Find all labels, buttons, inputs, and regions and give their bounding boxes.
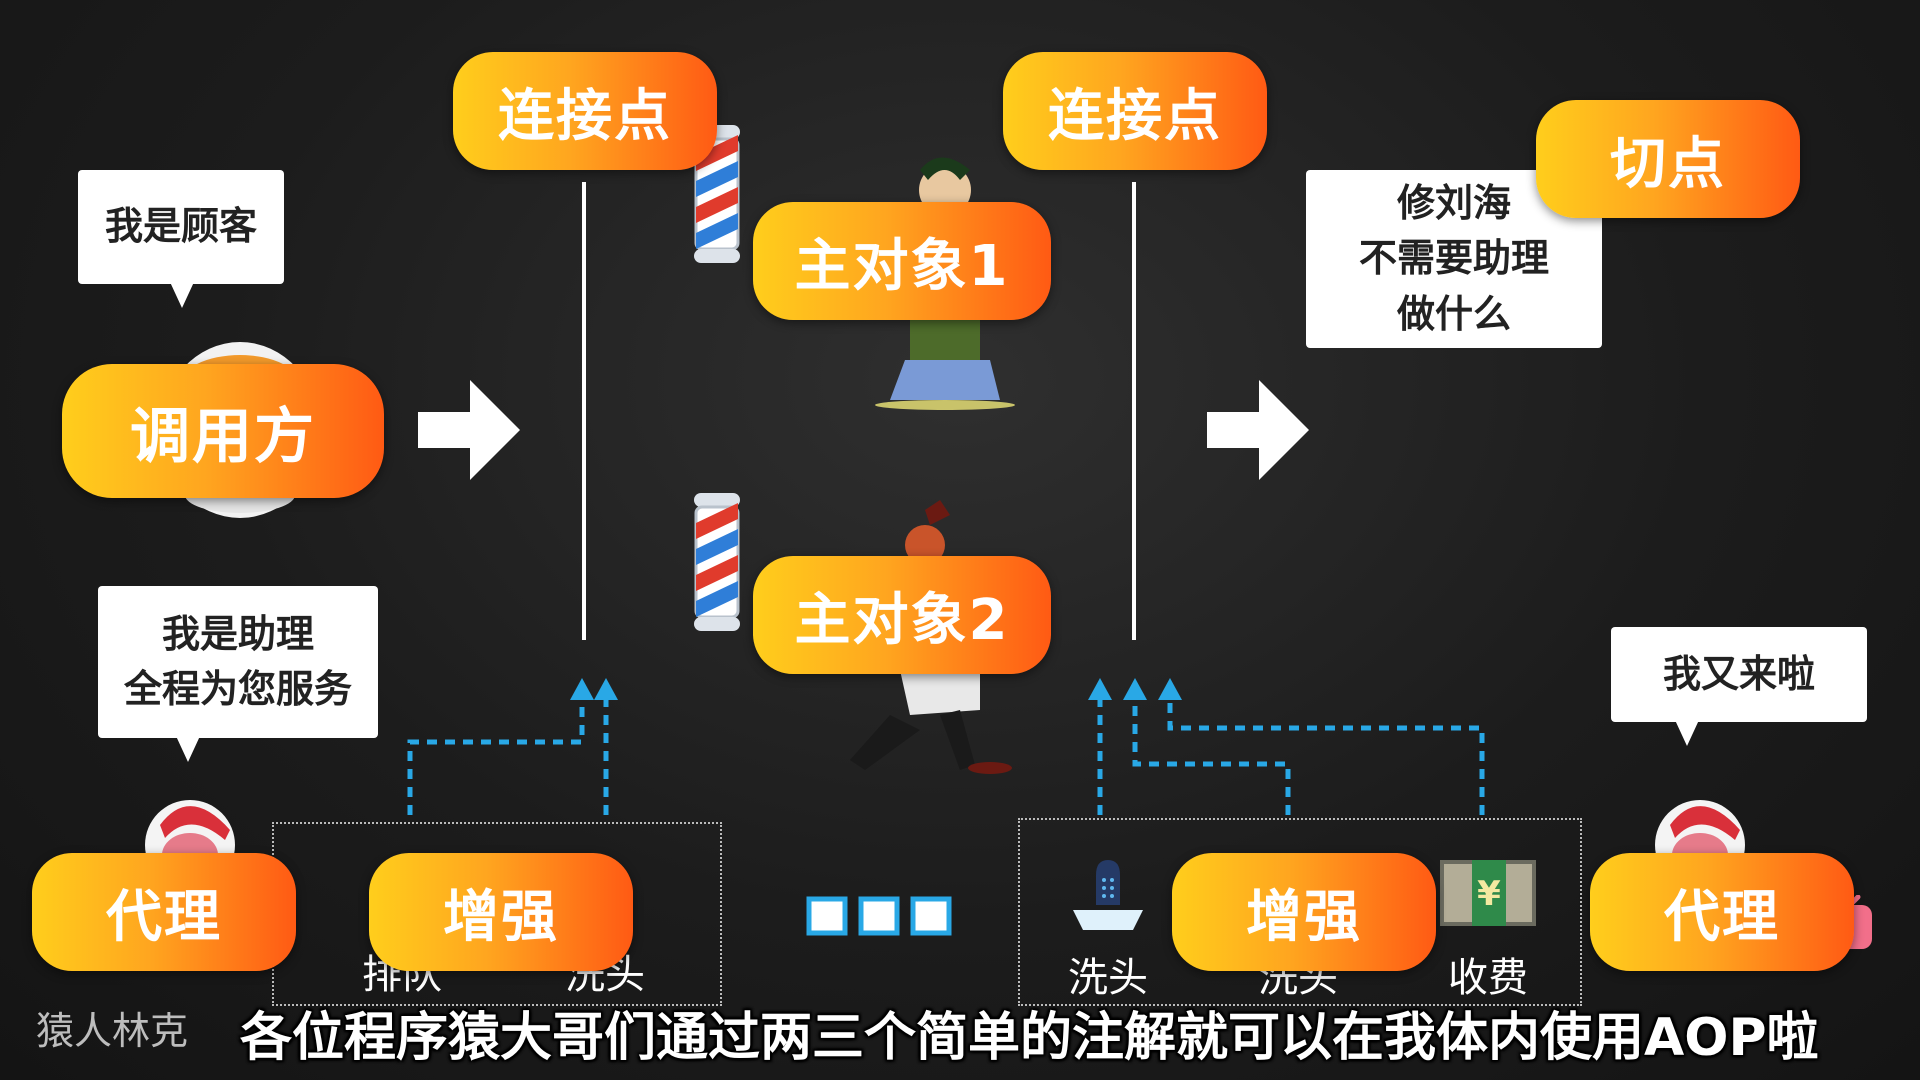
join-point-line-left [582, 182, 586, 640]
ellipsis-squares-icon [806, 896, 952, 936]
main-object-1-pill: 主对象1 [753, 202, 1051, 320]
advice-pill-left: 增强 [369, 853, 633, 971]
right-item3-label: 收费 [1448, 955, 1528, 1001]
arrow-right-icon [1207, 380, 1309, 480]
barber-pole-icon [694, 125, 740, 263]
video-subtitle: 各位程序猿大哥们通过两三个简单的注解就可以在我体内使用AOP啦 [240, 1008, 1819, 1068]
assistant-bubble: 我是助理 全程为您服务 [98, 586, 378, 762]
caller-pill: 调用方 [62, 364, 384, 498]
right-item1-label: 洗头 [1068, 955, 1148, 1001]
join-point-pill-left: 连接点 [453, 52, 717, 170]
join-point-pill-right: 连接点 [1003, 52, 1267, 170]
customer-bubble-text: 我是顾客 [104, 204, 257, 249]
pointcut-bubble-line3: 做什么 [1396, 291, 1511, 336]
join-point-line-right [1132, 182, 1136, 640]
barber-figure-1 [875, 157, 1015, 410]
back-again-bubble-text: 我又来啦 [1662, 651, 1815, 696]
svg-text:¥: ¥ [1477, 874, 1501, 914]
assistant-bubble-line1: 我是助理 [161, 611, 314, 656]
arrow-right-icon [418, 380, 520, 480]
customer-bubble: 我是顾客 [78, 170, 284, 308]
shower-icon [1073, 860, 1143, 930]
proxy-pill-left: 代理 [32, 853, 296, 971]
proxy-pill-right: 代理 [1590, 853, 1854, 971]
assistant-bubble-line2: 全程为您服务 [123, 667, 352, 711]
main-object-2-pill: 主对象2 [753, 556, 1051, 674]
barber-pole-icon [694, 493, 740, 631]
back-again-bubble: 我又来啦 [1611, 627, 1867, 746]
advice-pill-right: 增强 [1172, 853, 1436, 971]
advice-group-right [1018, 818, 1582, 1006]
channel-watermark: 猿人林克 [36, 1009, 189, 1053]
money-icon: ¥ [1440, 860, 1536, 926]
pointcut-bubble-line2: 不需要助理 [1358, 236, 1549, 281]
pointcut-bubble-line1: 修刘海 [1396, 181, 1511, 226]
pointcut-pill: 切点 [1536, 100, 1800, 218]
